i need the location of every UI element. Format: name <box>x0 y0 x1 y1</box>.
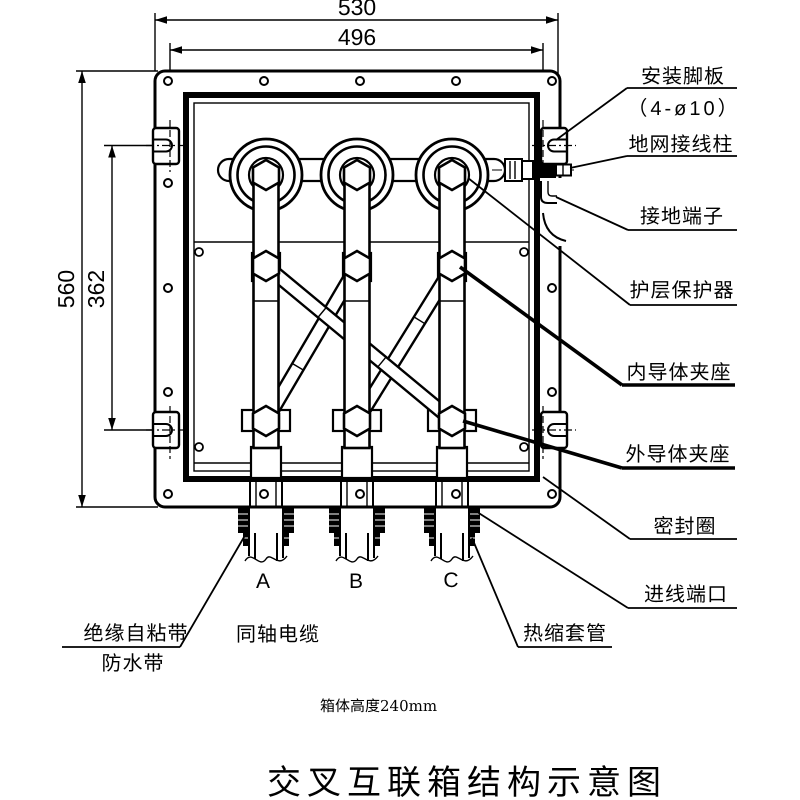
label-seal-ring: 密封圈 <box>654 514 717 538</box>
label-ground-net-terminal: 地网接线柱 <box>629 132 734 156</box>
label-heat-shrink-tube: 热缩套管 <box>523 621 607 645</box>
leader-lines <box>62 87 737 648</box>
label-box-height-note: 箱体高度240mm <box>320 697 437 715</box>
phase-label-b: B <box>349 570 363 593</box>
cover-bolt-holes <box>194 247 529 452</box>
dim-560: 560 <box>53 270 79 308</box>
dimension-inner-height: 362 <box>83 144 156 431</box>
label-outer-conductor-clamp: 外导体夹座 <box>626 442 731 466</box>
label-insulation-tape: 绝缘自粘带 <box>84 621 189 645</box>
label-sheath-protector: 护层保护器 <box>630 278 735 302</box>
dimension-inner-width: 496 <box>169 24 544 80</box>
label-coaxial-cable: 同轴电缆 <box>236 622 320 646</box>
phase-label-c: C <box>443 569 458 592</box>
grounding-terminal-bracket <box>540 178 571 246</box>
dim-530: 530 <box>338 0 376 20</box>
dimension-outer-width: 530 <box>154 0 559 129</box>
label-cable-entry-port: 进线端口 <box>644 582 728 606</box>
ground-net-stud <box>492 158 574 182</box>
dim-496: 496 <box>338 24 376 50</box>
dim-362: 362 <box>83 270 109 308</box>
center-lines <box>146 120 576 459</box>
phase-label-a: A <box>256 570 270 593</box>
label-grounding-terminal: 接地端子 <box>640 204 724 228</box>
thick-leader-lines <box>458 265 735 470</box>
label-mounting-plate: 安装脚板 <box>641 64 725 88</box>
dimension-outer-height: 560 <box>53 70 158 508</box>
drawing-title: 交叉互联箱结构示意图 <box>267 763 667 800</box>
label-mounting-plate-spec: （4-ø10） <box>627 97 740 120</box>
label-waterproof-tape: 防水带 <box>102 651 165 675</box>
label-inner-conductor-clamp: 内导体夹座 <box>627 360 732 384</box>
